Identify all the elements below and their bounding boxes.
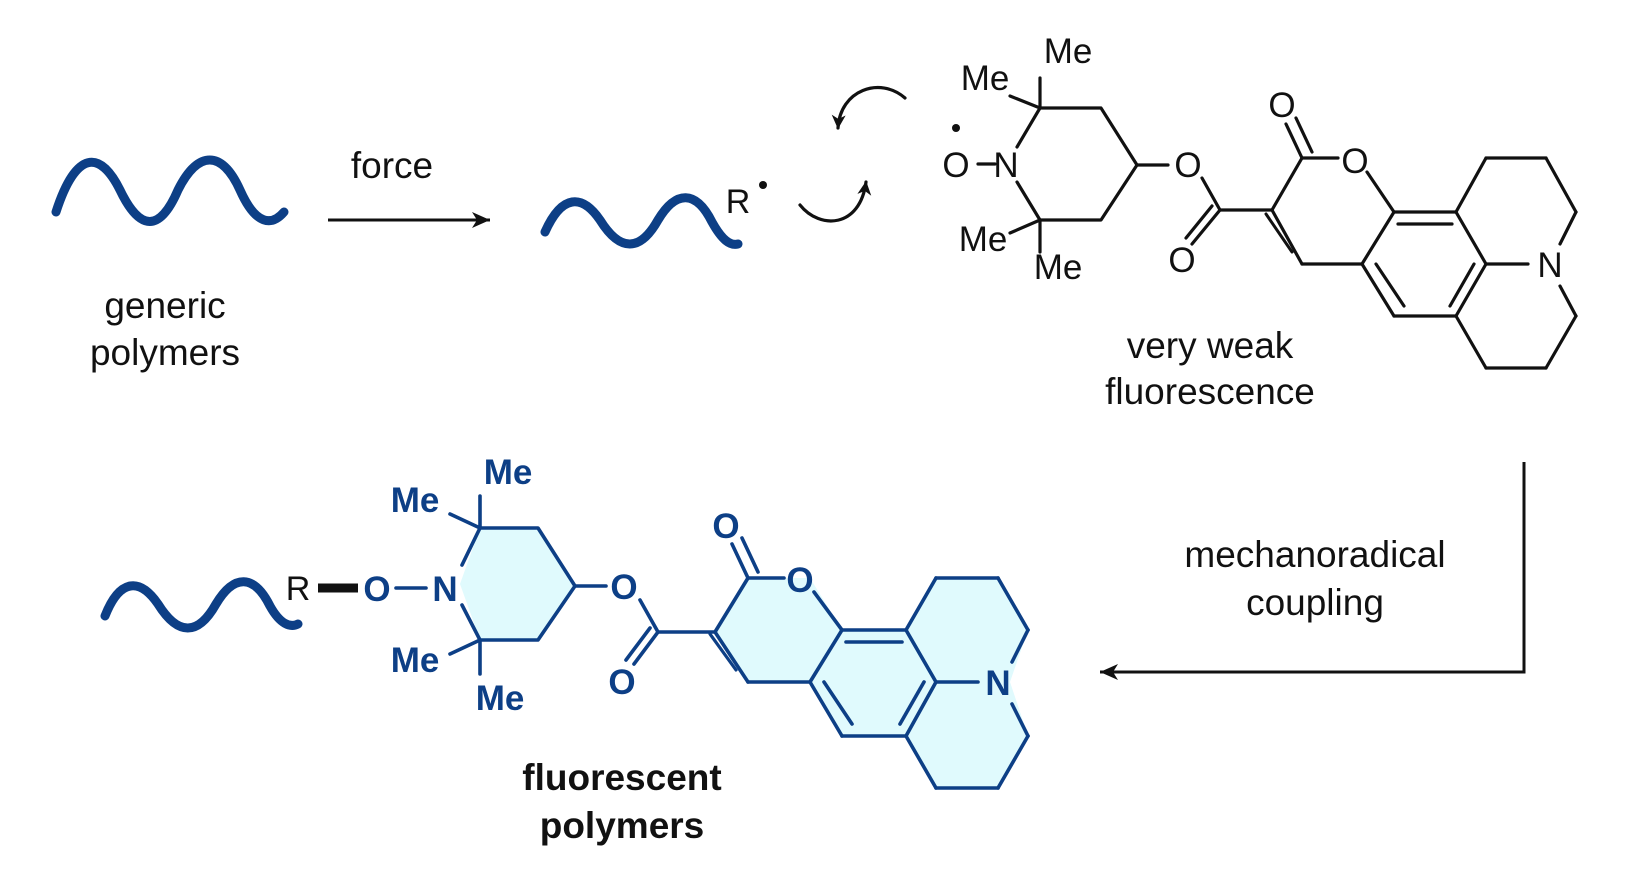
fluorescent-polymers-label-line1: fluorescent [522, 757, 721, 798]
n-piperidine-label: N [432, 570, 457, 609]
coupling-label-line2: coupling [1246, 582, 1384, 623]
ring-highlight [460, 528, 1028, 788]
weak-fluorescence-label-line1: very weak [1127, 325, 1294, 366]
n-julolidine-label: N [1537, 246, 1562, 285]
me-lower-left-label: Me [391, 641, 440, 680]
radical-r-label: R [726, 183, 751, 221]
reaction-arrow-icon [1100, 462, 1526, 680]
polymer-chain-icon [540, 193, 743, 249]
o-lactone-carbonyl-label: O [1268, 86, 1295, 125]
product-molecule [394, 494, 1030, 790]
radical-dot [952, 124, 960, 132]
me-lower-left-label: Me [959, 220, 1008, 259]
coupling-label-line1: mechanoradical [1184, 534, 1445, 575]
radical-dot [759, 181, 767, 189]
me-top-label: Me [1044, 32, 1093, 71]
product-r-label: R [286, 570, 311, 608]
o-lactone-carbonyl-label: O [712, 507, 739, 546]
o-lactone-ring-label: O [1341, 142, 1368, 181]
polymer-chain-icon [51, 155, 289, 226]
weak-fluorescence-label-line2: fluorescence [1105, 371, 1315, 412]
generic-polymers-label-line2: polymers [90, 332, 240, 373]
o-lactone-ring-label: O [786, 561, 813, 600]
o-ester-label: O [610, 568, 637, 607]
o-carbonyl-label: O [608, 663, 635, 702]
n-julolidine-label: N [985, 664, 1010, 703]
me-left-label: Me [391, 481, 440, 520]
me-top-label: Me [484, 453, 533, 492]
o-ester-label: O [1174, 146, 1201, 185]
polymer-chain-icon [100, 577, 303, 633]
o-carbonyl-label: O [1168, 241, 1195, 280]
n-piperidine-label: N [993, 146, 1018, 185]
probe-molecule [976, 76, 1578, 370]
me-left-label: Me [961, 59, 1010, 98]
me-bottom-label: Me [476, 679, 525, 718]
o-link-label: O [363, 570, 390, 609]
me-bottom-label: Me [1034, 248, 1083, 287]
o-radical-label: O [942, 146, 969, 185]
curly-arrow-icon [831, 86, 907, 130]
curly-arrow-icon [798, 180, 872, 223]
force-label: force [351, 145, 433, 186]
generic-polymers-label-line1: generic [104, 285, 225, 326]
fluorescent-polymers-label-line2: polymers [540, 805, 705, 846]
